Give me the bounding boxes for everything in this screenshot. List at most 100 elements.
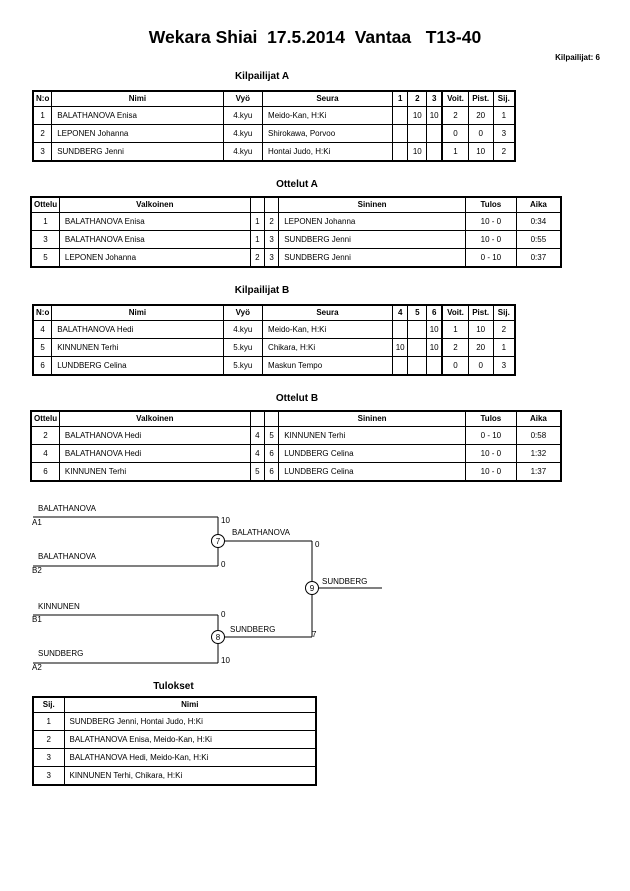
cell-club: Shirokawa, Porvoo	[262, 124, 393, 143]
col-c3: 3	[426, 90, 443, 107]
cell-match: 6	[30, 462, 60, 482]
cell-match: 5	[30, 248, 60, 268]
col-name: Nimi	[51, 90, 224, 107]
col-no: N:o	[32, 90, 53, 107]
col-c1: 4	[391, 304, 409, 321]
cell-bn: 5	[263, 426, 280, 445]
cell-name: KINNUNEN Terhi	[51, 338, 224, 357]
sf1-winner: BALATHANOVA	[232, 528, 291, 537]
cell-place: 1	[32, 712, 65, 731]
col-points: Pist.	[467, 90, 494, 107]
cell-match: 4	[30, 444, 60, 463]
sf2-top-score: 0	[221, 610, 226, 619]
sf1-final-score: 0	[315, 540, 320, 549]
sf1-bot-seed: B2	[32, 566, 42, 575]
col-wins: Voit.	[441, 304, 469, 321]
cell-c1	[391, 124, 409, 143]
sf1-bot-score: 0	[221, 560, 226, 569]
cell-wins: 1	[441, 142, 469, 162]
cell-name: SUNDBERG Jenni	[51, 142, 224, 162]
table-row: 2 BALATHANOVA Enisa, Meido-Kan, H:Ki	[32, 730, 317, 749]
table-row: 6 KINNUNEN Terhi 5 6 LUNDBERG Celina 10 …	[30, 462, 562, 482]
table-row: 5 KINNUNEN Terhi 5.kyu Chikara, H:Ki 10 …	[32, 338, 516, 357]
match-8-label: 8	[216, 633, 221, 642]
col-belt: Vyö	[222, 304, 264, 321]
cell-belt: 4.kyu	[222, 320, 264, 339]
matches-a-table: Ottelu Valkoinen Sininen Tulos Aika 1 BA…	[30, 196, 562, 268]
cell-name: BALATHANOVA Enisa	[51, 106, 224, 125]
col-place: Sij.	[492, 90, 516, 107]
cell-blue: LUNDBERG Celina	[278, 444, 467, 463]
col-name: Nimi	[51, 304, 224, 321]
cell-c1	[391, 106, 409, 125]
cell-c2	[407, 124, 428, 143]
table-row: 3 BALATHANOVA Enisa 1 3 SUNDBERG Jenni 1…	[30, 230, 562, 249]
match-9-label: 9	[310, 584, 315, 593]
competitor-count: Kilpailijat: 6	[555, 53, 600, 62]
results-table: Sij. Nimi 1 SUNDBERG Jenni, Hontai Judo,…	[32, 696, 317, 786]
matches-a-heading: Ottelut A	[276, 179, 318, 190]
cell-wn: 1	[249, 212, 266, 231]
cell-belt: 4.kyu	[222, 142, 264, 162]
cell-no: 6	[32, 356, 53, 376]
cell-points: 10	[467, 142, 494, 162]
cell-place: 2	[32, 730, 65, 749]
cell-c1	[391, 356, 409, 376]
cell-points: 0	[467, 356, 494, 376]
cell-bn: 2	[263, 212, 280, 231]
col-result: Tulos	[465, 410, 517, 427]
col-white: Valkoinen	[58, 410, 251, 427]
col-time: Aika	[515, 410, 562, 427]
cell-place: 2	[492, 320, 516, 339]
cell-belt: 5.kyu	[222, 356, 264, 376]
table-row: 2 BALATHANOVA Hedi 4 5 KINNUNEN Terhi 0 …	[30, 426, 562, 445]
cell-points: 0	[467, 124, 494, 143]
sf1-top-score: 10	[221, 516, 230, 525]
page-title: Wekara Shiai 17.5.2014 Vantaa T13-40	[148, 27, 482, 47]
table-row: 2 LEPONEN Johanna 4.kyu Shirokawa, Porvo…	[32, 124, 516, 143]
cell-c3: 10	[426, 338, 443, 357]
cell-name: BALATHANOVA Hedi, Meido-Kan, H:Ki	[63, 748, 317, 767]
cell-wins: 2	[441, 338, 469, 357]
cell-result: 10 - 0	[465, 230, 517, 249]
col-club: Seura	[262, 304, 393, 321]
pool-b-header-row: N:o Nimi Vyö Seura 4 5 6 Voit. Pist. Sij…	[32, 304, 516, 321]
cell-belt: 4.kyu	[222, 106, 264, 125]
cell-place: 1	[492, 106, 516, 125]
cell-blue: LEPONEN Johanna	[278, 212, 467, 231]
cell-blue: KINNUNEN Terhi	[278, 426, 467, 445]
cell-points: 10	[467, 320, 494, 339]
cell-c2: 10	[407, 142, 428, 162]
cell-wins: 0	[441, 124, 469, 143]
sf1-top-seed: A1	[32, 518, 42, 527]
cell-match: 2	[30, 426, 60, 445]
cell-wins: 0	[441, 356, 469, 376]
cell-result: 0 - 10	[465, 426, 517, 445]
match-9-marker	[305, 581, 319, 595]
col-points: Pist.	[467, 304, 494, 321]
table-row: 3 BALATHANOVA Hedi, Meido-Kan, H:Ki	[32, 748, 317, 767]
matches-b-heading: Ottelut B	[275, 393, 319, 404]
cell-match: 3	[30, 230, 60, 249]
cell-wn: 4	[249, 444, 266, 463]
cell-time: 0:58	[515, 426, 562, 445]
cell-club: Chikara, H:Ki	[262, 338, 393, 357]
table-row: 3 SUNDBERG Jenni 4.kyu Hontai Judo, H:Ki…	[32, 142, 516, 162]
cell-name: SUNDBERG Jenni, Hontai Judo, H:Ki	[63, 712, 317, 731]
cell-belt: 5.kyu	[222, 338, 264, 357]
cell-club: Meido-Kan, H:Ki	[262, 106, 393, 125]
cell-c2	[407, 320, 428, 339]
cell-club: Maskun Tempo	[262, 356, 393, 376]
cell-wn: 2	[249, 248, 266, 268]
cell-place: 3	[492, 124, 516, 143]
cell-blue: SUNDBERG Jenni	[278, 230, 467, 249]
cell-c3: 10	[426, 106, 443, 125]
cell-white: KINNUNEN Terhi	[58, 462, 251, 482]
cell-result: 10 - 0	[465, 462, 517, 482]
col-c2: 2	[407, 90, 428, 107]
cell-c1	[391, 320, 409, 339]
cell-result: 10 - 0	[465, 212, 517, 231]
cell-bn: 3	[263, 230, 280, 249]
cell-c2	[407, 338, 428, 357]
col-belt: Vyö	[222, 90, 264, 107]
